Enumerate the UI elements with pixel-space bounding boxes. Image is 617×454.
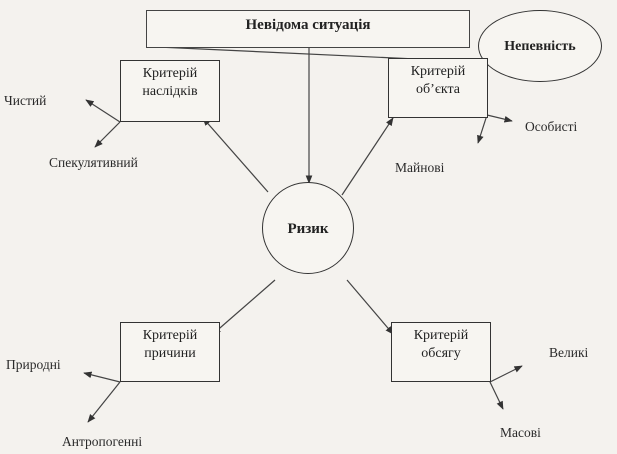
criterion-cause-line2: причини (144, 346, 196, 361)
leaf-large: Великі (549, 345, 589, 360)
uncertainty-label: Непевність (504, 39, 576, 54)
uncertainty-ellipse: Непевність (478, 10, 602, 82)
criterion-volume-box: Критерій обсягу (391, 322, 491, 382)
leaf-property: Майнові (395, 160, 445, 175)
criterion-consequences-line1: Критерій (142, 66, 198, 81)
unknown-situation-box: Невідома ситуація (146, 10, 470, 48)
risk-circle: Ризик (262, 182, 354, 274)
arrow-risk-to-volume (346, 279, 394, 335)
arrow-consequences-to-pure (85, 99, 121, 123)
criterion-volume-line2: обсягу (421, 346, 461, 361)
arrow-volume-to-large (489, 365, 523, 383)
criterion-cause-line1: Критерій (142, 328, 198, 343)
risk-label: Ризик (287, 221, 329, 237)
leaf-pure: Чистий (4, 93, 47, 108)
criterion-volume-line1: Критерій (413, 328, 469, 343)
arrow-cause-to-anthropogenic (87, 381, 121, 423)
arrow-volume-to-mass (489, 381, 504, 410)
criterion-cause-box: Критерій причини (120, 322, 220, 382)
arrow-object-to-personal (477, 114, 488, 144)
leaf-mass: Масові (500, 425, 541, 440)
arrow-risk-to-cause (212, 279, 276, 335)
unknown-situation-label: Невідома ситуація (245, 17, 371, 33)
criterion-object-box: Критерій об’єкта (388, 58, 488, 118)
criterion-object-line2: об’єкта (416, 82, 460, 97)
leaf-speculative: Спекулятивний (49, 155, 138, 170)
arrow-risk-to-consequences (202, 117, 269, 193)
criterion-consequences-line2: наслідків (142, 84, 198, 99)
arrow-cause-to-natural (83, 371, 121, 383)
arrow-consequences-to-speculative (94, 121, 121, 148)
leaf-anthropogenic: Антропогенні (62, 434, 143, 449)
arrow-object-to-personal-branch (486, 114, 513, 123)
leaf-personal: Особисті (525, 119, 578, 134)
criterion-object-line1: Критерій (410, 64, 466, 79)
arrow-risk-to-object (341, 117, 394, 196)
leaf-natural: Природні (6, 357, 61, 372)
criterion-consequences-box: Критерій наслідків (120, 60, 220, 122)
